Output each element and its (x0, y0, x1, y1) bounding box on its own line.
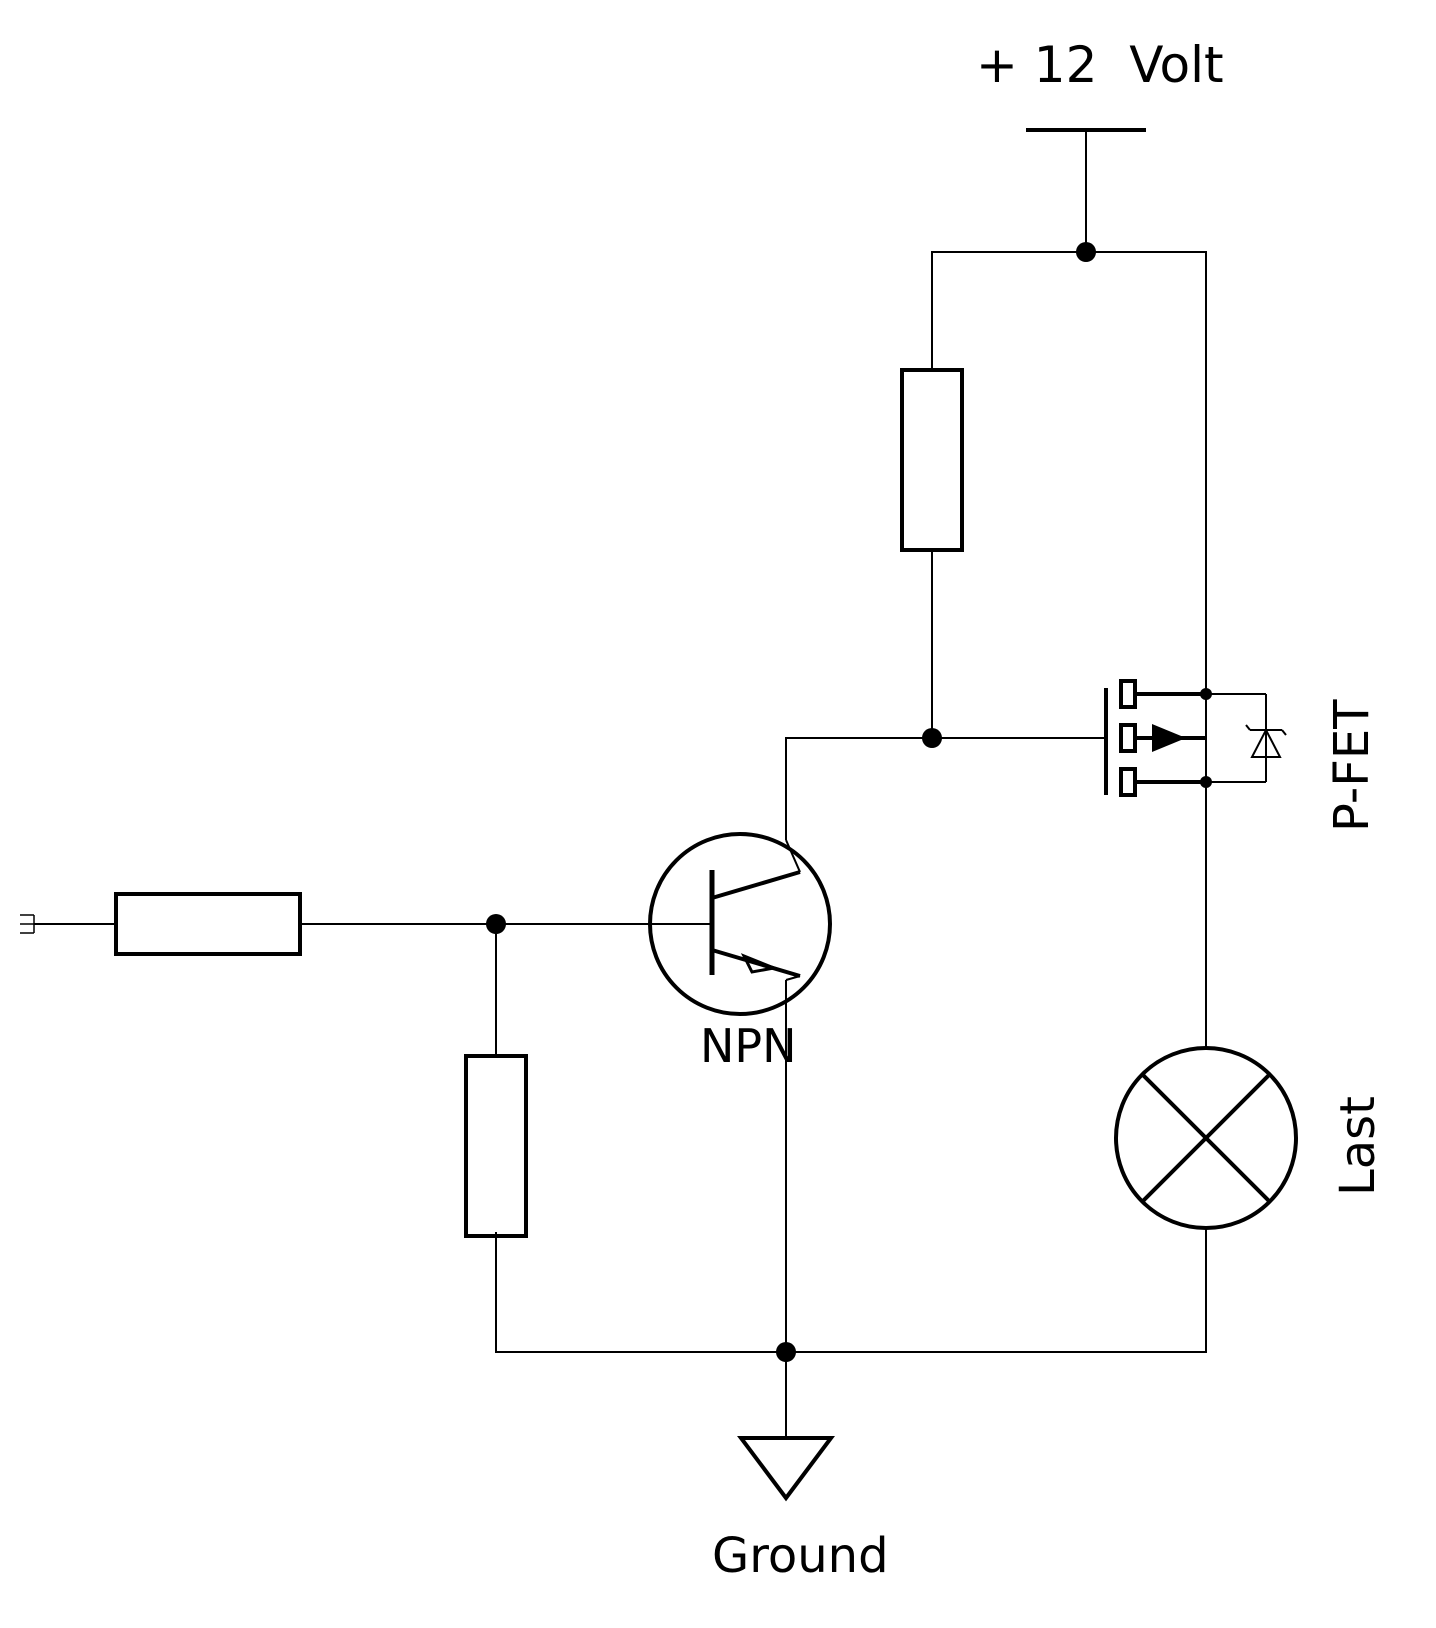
resistor-base-series (114, 892, 302, 956)
ground-symbol (737, 1436, 835, 1502)
input-terminal (20, 914, 35, 934)
ground-return-wires (495, 980, 1207, 1438)
load-lamp (1114, 1046, 1298, 1230)
junction-ground (776, 1342, 796, 1362)
load-label: Last (1330, 1096, 1386, 1196)
supply-label: + 12 Volt (976, 36, 1224, 94)
resistor-gate-pullup (900, 368, 964, 552)
p-fet (1104, 679, 1287, 797)
npn-label: NPN (700, 1019, 797, 1073)
supply-wires (931, 130, 1207, 700)
wire-collector-gate (785, 737, 1106, 840)
ground-label: Ground (712, 1528, 889, 1584)
npn-transistor (648, 832, 832, 1016)
pfet-label: P-FET (1324, 699, 1380, 832)
junction-supply (1076, 242, 1096, 262)
resistor-base-pulldown (464, 1054, 528, 1238)
